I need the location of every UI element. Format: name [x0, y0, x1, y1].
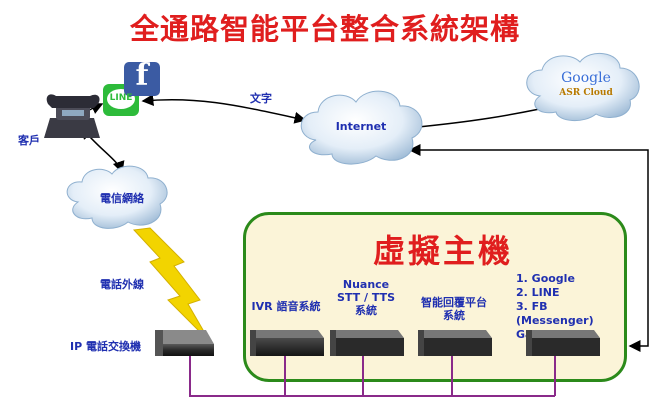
google-logo-text: Google [561, 70, 611, 86]
server-icon [330, 330, 404, 356]
internet-label: Internet [335, 120, 387, 133]
ip-pbx-label: IP 電話交換機 [70, 340, 141, 353]
text-message-label: 文字 [250, 92, 272, 105]
purple-wiring [189, 356, 556, 397]
asr-cloud-text: ASR Cloud [559, 88, 613, 98]
server-icon [418, 330, 492, 356]
telecom-network-label: 電信網絡 [100, 192, 144, 205]
ivr-system-label: IVR 語音系統 [251, 300, 321, 313]
server-icon [250, 330, 324, 356]
gateway-label: 1. Google 2. LINE 3. FB (Messenger) Gate… [516, 272, 594, 341]
pbx-switch-icon [155, 330, 214, 356]
facebook-icon [124, 62, 160, 96]
telephone-icon [44, 94, 100, 138]
server-icon [526, 330, 600, 356]
internet-gateway-connector [408, 144, 649, 352]
lightning-icon [132, 227, 211, 343]
smart-reply-platform-label: 智能回覆平台 系統 [421, 296, 487, 322]
line-logo-text: LINE [109, 93, 133, 103]
telecom-cloud-icon [66, 165, 168, 229]
external-line-label: 電話外線 [100, 278, 144, 291]
internet-cloud-icon [300, 90, 423, 165]
line-internet-connector [141, 94, 307, 124]
customer-label: 客戶 [18, 134, 40, 147]
google-asr-cloud-icon [526, 53, 640, 121]
diagram-title: 全通路智能平台整合系統架構 [129, 12, 520, 46]
nuance-system-label: Nuance STT / TTS 系統 [336, 278, 396, 317]
facebook-logo-text: f [135, 58, 149, 93]
